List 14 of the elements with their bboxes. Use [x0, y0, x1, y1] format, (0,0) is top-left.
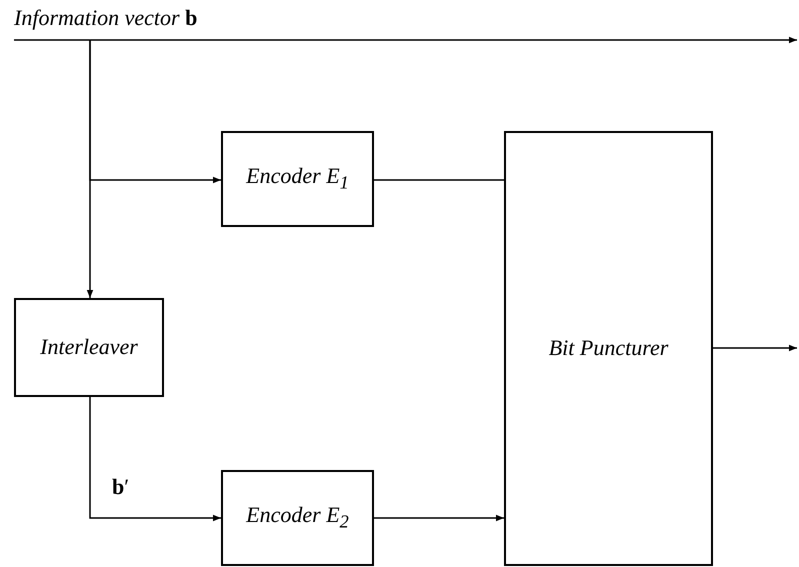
- box-label: Encoder E$_{2}$: [246, 501, 349, 534]
- box-label: Interleaver: [40, 333, 138, 362]
- arrow: [86, 40, 94, 298]
- arrow: [374, 514, 504, 522]
- process-box: [221, 470, 374, 566]
- signal-label: Information vector b: [14, 4, 198, 32]
- process-box: [504, 131, 713, 566]
- arrow: [14, 36, 797, 44]
- arrow: [713, 344, 797, 352]
- arrow: [89, 397, 221, 522]
- process-box: [14, 298, 164, 397]
- box-label: Bit Puncturer: [548, 334, 668, 362]
- box-label: Encoder E$_{1}$: [246, 162, 349, 195]
- process-box: [221, 131, 374, 227]
